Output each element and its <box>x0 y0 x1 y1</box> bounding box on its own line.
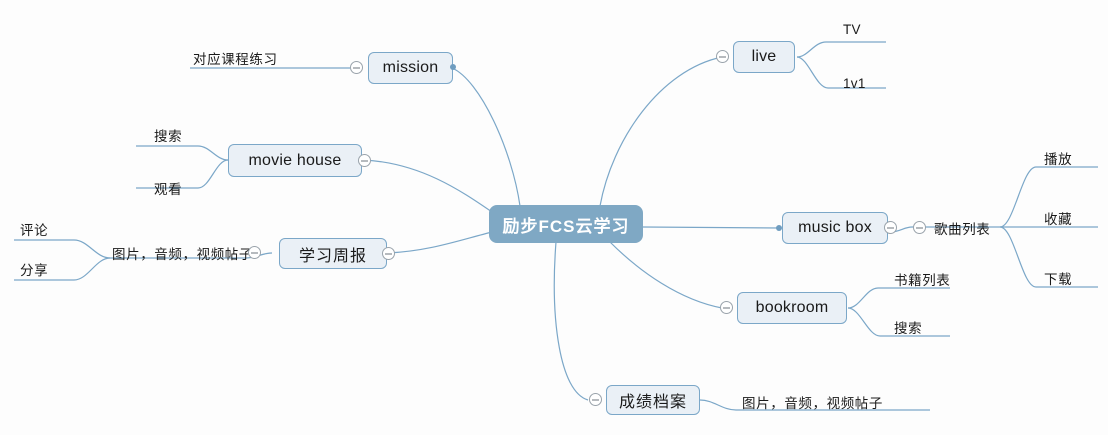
leaf-weekly-share: 分享 <box>20 263 49 278</box>
node-mission[interactable]: mission <box>368 52 453 84</box>
node-music-box-label: music box <box>798 219 872 236</box>
leaf-book-search: 搜索 <box>894 321 923 336</box>
node-study-weekly-label: 学习周报 <box>298 247 367 265</box>
connector-dot-icon-music-box <box>776 225 782 231</box>
collapse-icon-music-box[interactable] <box>884 221 897 234</box>
node-grade-archive[interactable]: 成绩档案 <box>606 385 700 415</box>
node-live-label: live <box>751 48 777 65</box>
collapse-icon-grade-archive[interactable] <box>589 393 602 406</box>
leaf-music-play: 播放 <box>1044 152 1073 167</box>
leaf-live-tv: TV <box>843 22 861 37</box>
leaf-weekly-posts: 图片，音频，视频帖子 <box>112 247 253 262</box>
collapse-icon-movie-house[interactable] <box>358 154 371 167</box>
node-movie-house-label: movie house <box>248 151 342 169</box>
connector-dot-icon-mission <box>450 64 456 70</box>
leaf-weekly-comment: 评论 <box>20 223 49 238</box>
leaf-music-favorite: 收藏 <box>1044 212 1073 227</box>
collapse-icon-bookroom[interactable] <box>720 301 733 314</box>
collapse-icon-live[interactable] <box>716 50 729 63</box>
node-grade-archive-label: 成绩档案 <box>618 394 687 411</box>
node-bookroom[interactable]: bookroom <box>737 292 847 324</box>
leaf-book-list: 书籍列表 <box>894 273 951 288</box>
root-node-label: 励步FCS云学习 <box>502 216 630 236</box>
collapse-icon-study-weekly[interactable] <box>382 247 395 260</box>
leaf-movie-watch: 观看 <box>154 182 183 197</box>
leaf-movie-search: 搜索 <box>154 129 183 144</box>
node-movie-house[interactable]: movie house <box>228 144 362 177</box>
collapse-icon-mission[interactable] <box>350 61 363 74</box>
node-study-weekly[interactable]: 学习周报 <box>279 238 387 269</box>
node-music-box[interactable]: music box <box>782 212 888 244</box>
node-live[interactable]: live <box>733 41 795 73</box>
leaf-music-song-list: 歌曲列表 <box>934 222 991 237</box>
collapse-icon-weekly-posts[interactable] <box>248 246 261 259</box>
leaf-live-1v1: 1v1 <box>843 76 866 91</box>
leaf-archive-posts: 图片，音频，视频帖子 <box>742 396 883 411</box>
node-bookroom-label: bookroom <box>755 299 829 316</box>
leaf-mission-practice: 对应课程练习 <box>193 52 278 67</box>
node-mission-label: mission <box>382 59 439 76</box>
collapse-icon-song-list[interactable] <box>913 221 926 234</box>
root-node[interactable]: 励步FCS云学习 <box>489 205 643 243</box>
leaf-music-download: 下载 <box>1044 272 1073 287</box>
